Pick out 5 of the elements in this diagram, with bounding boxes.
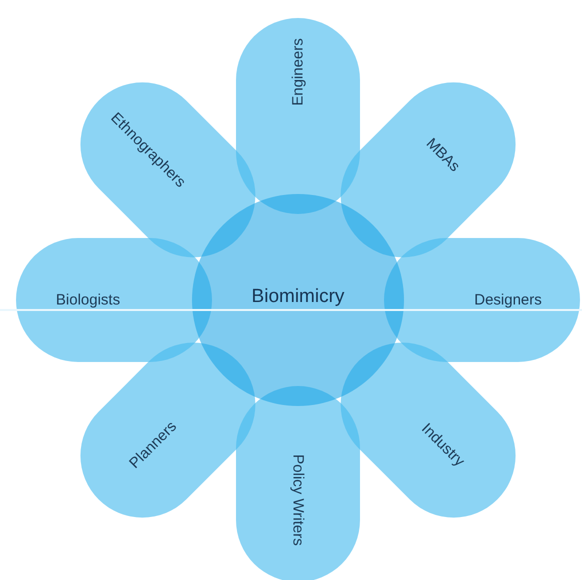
petal-label: Engineers <box>290 38 306 106</box>
petal-label: Designers <box>474 292 542 308</box>
petal-label: Policy Writers <box>290 454 306 546</box>
petal-label: Biologists <box>56 292 120 308</box>
center-label: Biomimicry <box>252 286 344 308</box>
